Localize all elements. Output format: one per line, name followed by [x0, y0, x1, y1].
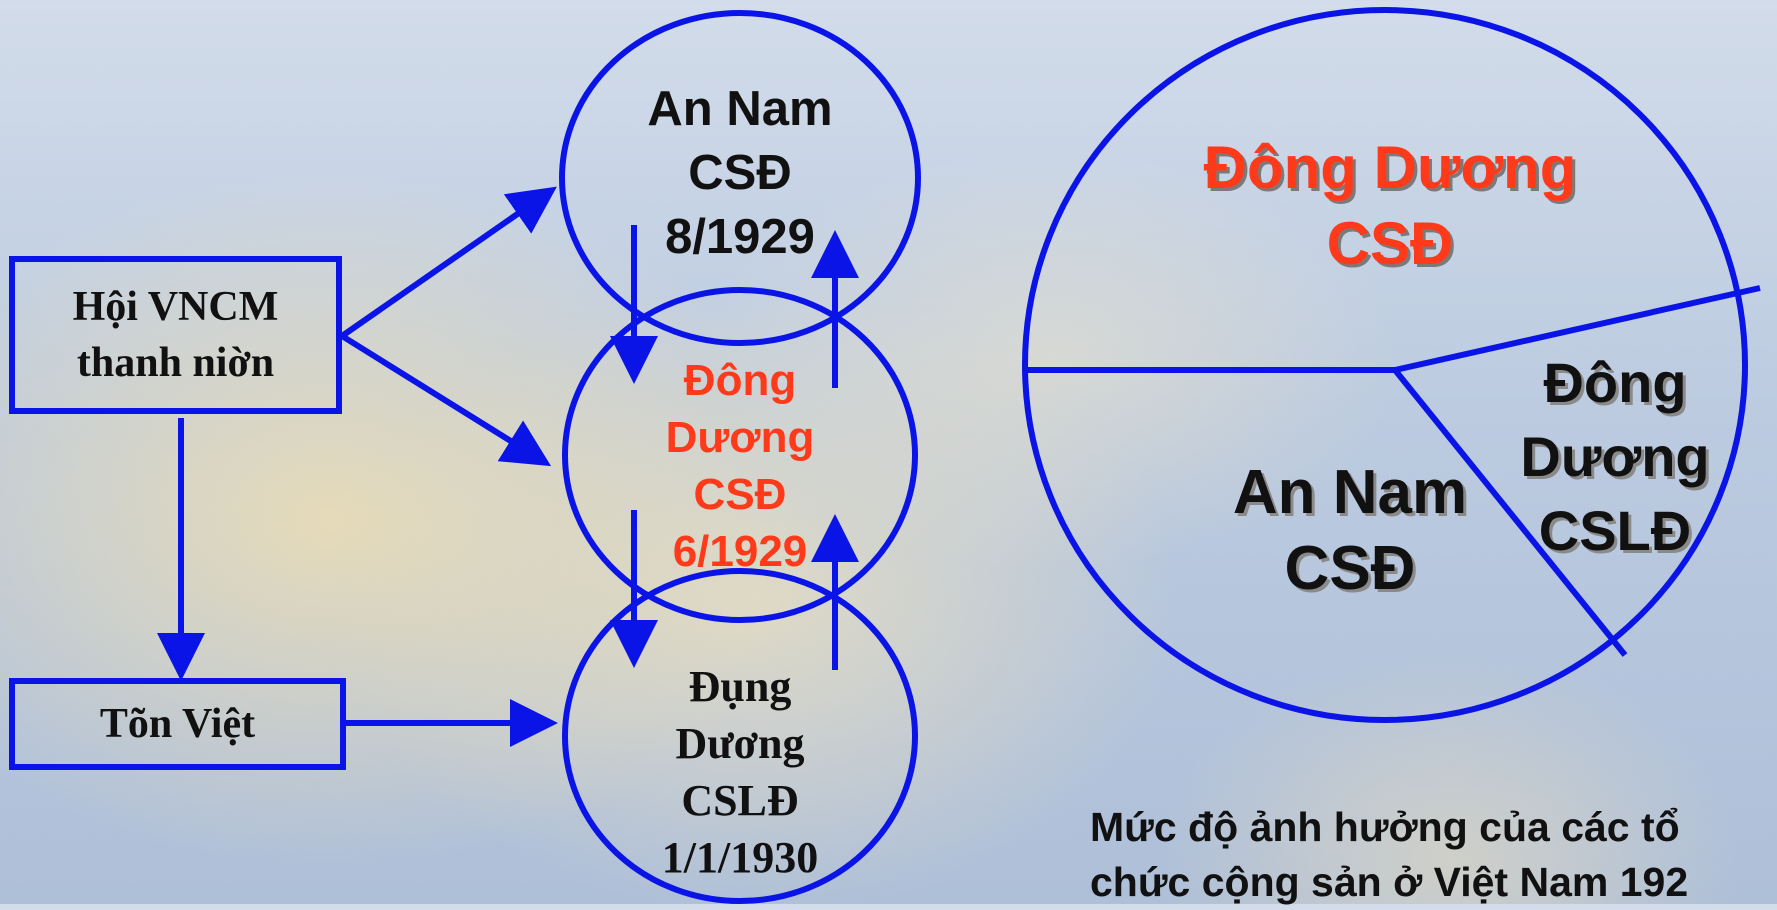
label-dong-duong: Đông Dương CSĐ 6/1929	[665, 356, 815, 576]
pie-divider-right	[1394, 285, 1761, 373]
label-dung-duong: Đụng Dương CSLĐ 1/1/1930	[661, 662, 819, 882]
circle-dong-duong	[562, 287, 918, 623]
box-hoi-vncm: Hội VNCM thanh niờn	[9, 256, 342, 414]
box-hoi-vncm-label: Hội VNCM thanh niờn	[72, 284, 279, 386]
caption: Mức độ ảnh hưởng của các tổ chức cộng sả…	[1090, 804, 1689, 905]
pie-label-an-nam-csd: An Nam CSĐ	[1232, 458, 1468, 603]
arrow-hoi-to-an-nam	[340, 186, 557, 339]
box-ton-viet-label: Tõn Việt	[99, 701, 256, 747]
circle-dung-duong	[562, 568, 918, 904]
arrow-hoi-to-dong-duong	[340, 333, 552, 467]
label-an-nam: An Nam CSĐ 8/1929	[647, 82, 833, 264]
pie-divider-bottom	[1392, 368, 1628, 657]
circle-an-nam	[559, 10, 921, 346]
pie-outline	[1022, 7, 1748, 723]
pie-label-dong-duong-csd: Đông Dương CSĐ	[1203, 134, 1577, 277]
pie-label-dong-duong-csld: Đông Dương CSLĐ	[1520, 351, 1710, 562]
box-ton-viet: Tõn Việt	[9, 678, 346, 770]
